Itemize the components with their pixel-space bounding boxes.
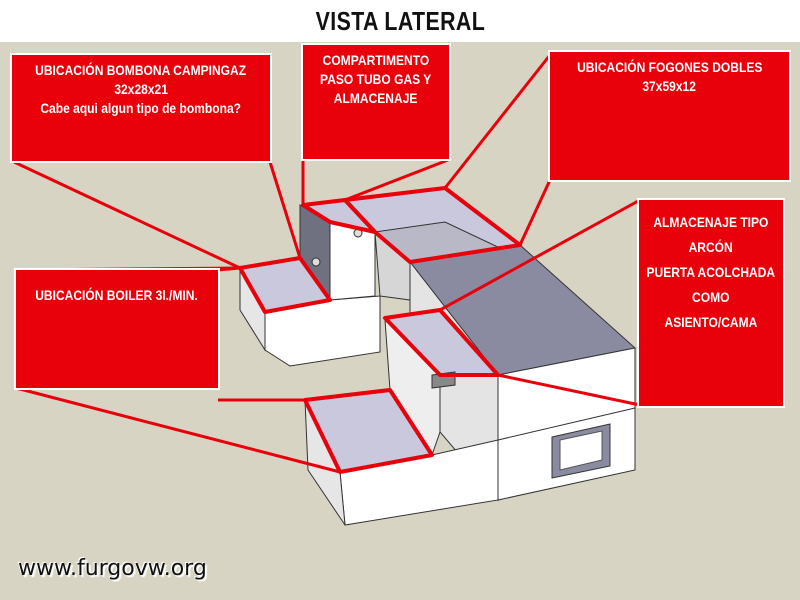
title-bar: VISTA LATERAL: [0, 0, 800, 42]
callout-almacenaje: ALMACENAJE TIPO ARCÓN PUERTA ACOLCHADA C…: [637, 198, 785, 408]
callout-bombona-line3: Cabe aqui algun tipo de bombona?: [40, 100, 242, 116]
callout-almacenaje-line3: PUERTA ACOLCHADA: [646, 264, 776, 280]
callout-almacenaje-line4: COMO: [692, 289, 730, 305]
callout-fogones: UBICACIÓN FOGONES DOBLES 37x59x12: [548, 50, 791, 182]
callout-bombona-line2: 32x28x21: [114, 81, 168, 97]
callout-compartimento-line3: ALMACENAJE: [334, 90, 418, 106]
page-title: VISTA LATERAL: [315, 5, 485, 36]
callout-almacenaje-line5: ASIENTO/CAMA: [664, 314, 758, 330]
callout-fogones-line1: UBICACIÓN FOGONES DOBLES: [576, 59, 763, 75]
callout-bombona: UBICACIÓN BOMBONA CAMPINGAZ 32x28x21 Cab…: [10, 53, 272, 163]
chest-window-inner: [559, 430, 603, 471]
site-watermark: www.furgovw.org: [18, 556, 207, 581]
callout-compartimento-line1: COMPARTIMENTO: [322, 52, 430, 68]
callout-boiler: UBICACIÓN BOILER 3l./MIN.: [14, 268, 220, 390]
callout-fogones-line2: 37x59x12: [642, 78, 697, 94]
callout-almacenaje-line1: ALMACENAJE TIPO: [653, 214, 769, 230]
partition-front: [329, 221, 376, 301]
chest-split-line: [497, 407, 636, 441]
callout-boiler-line1: UBICACIÓN BOILER 3l./MIN.: [35, 287, 199, 303]
callout-compartimento: COMPARTIMENTO PASO TUBO GAS Y ALMACENAJE: [301, 43, 451, 161]
gas-pipe-hole-left: [311, 257, 321, 267]
callout-bombona-line1: UBICACIÓN BOMBONA CAMPINGAZ: [35, 62, 247, 78]
callout-compartimento-line2: PASO TUBO GAS Y: [320, 71, 432, 87]
callout-almacenaje-line2: ARCÓN: [688, 239, 734, 255]
highlight-outlines: [238, 186, 522, 474]
